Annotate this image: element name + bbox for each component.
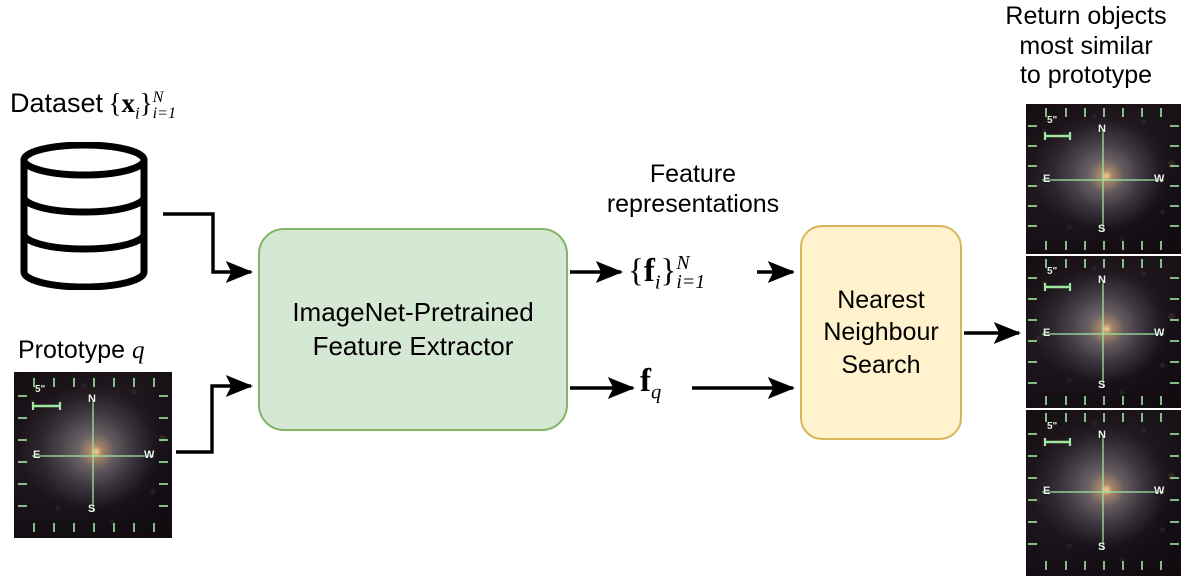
dataset-cylinder-icon: [20, 142, 148, 290]
feature-set-var: f: [643, 253, 655, 289]
cutout-west-label: W: [1154, 485, 1165, 497]
feature-query-sub: q: [651, 381, 662, 404]
result-galaxy-cutout-2: 5" N E S W: [1026, 256, 1181, 408]
nn-search-line3: Search: [841, 350, 921, 379]
cutout-west-label: W: [144, 449, 155, 461]
cutout-east-label: E: [1043, 173, 1051, 185]
dataset-math-var: x: [121, 88, 135, 118]
prototype-label: Prototype q: [18, 336, 144, 366]
prototype-label-word: Prototype: [18, 336, 126, 364]
nn-search-line2: Neighbour: [823, 318, 939, 347]
cutout-south-label: S: [1098, 379, 1106, 391]
feature-set-sup: N: [676, 252, 690, 275]
feature-rep-line1: Feature: [649, 160, 737, 188]
cutout-scale-label: 5": [1047, 421, 1058, 432]
dataset-label-word: Dataset: [10, 88, 104, 118]
cutout-north-label: N: [1098, 429, 1106, 441]
return-line2: most similar: [1019, 31, 1153, 60]
feature-extractor-line1: ImageNet-Pretrained: [292, 296, 534, 327]
cutout-east-label: E: [1043, 327, 1051, 339]
cutout-north-label: N: [88, 393, 96, 405]
prototype-math-var: q: [131, 337, 145, 364]
return-line3: to prototype: [1019, 61, 1153, 89]
nn-search-line1: Nearest: [837, 285, 925, 314]
cutout-north-label: N: [1098, 274, 1106, 286]
cutout-scale-label: 5": [35, 384, 46, 395]
edge-dataset-to-extractor: [163, 212, 254, 283]
feature-set-lower: i=1: [676, 271, 706, 294]
feature-rep-line2: representations: [606, 189, 780, 218]
result-galaxy-cutout-1: 5" N E S W: [1026, 104, 1181, 254]
prototype-galaxy-cutout: 5" N E S W: [14, 372, 172, 538]
feature-extractor-line2: Feature Extractor: [312, 330, 514, 361]
cutout-overlay-graphics: [18, 378, 168, 532]
cutout-overlay-graphics: [1028, 108, 1179, 250]
cutout-south-label: S: [1098, 541, 1106, 553]
return-line1: Return objects: [1005, 2, 1167, 30]
cutout-scale-label: 5": [1047, 115, 1058, 126]
cutout-north-label: N: [1098, 123, 1106, 135]
cutout-overlay-graphics: [1028, 413, 1179, 570]
cutout-east-label: E: [33, 449, 41, 461]
cutout-scale-label: 5": [1047, 266, 1058, 277]
dataset-math-lower: i=1: [152, 103, 177, 122]
result-galaxy-cutout-3: 5" N E S W: [1026, 410, 1181, 576]
feature-query-expression: fq: [640, 362, 661, 405]
cutout-south-label: S: [88, 503, 96, 515]
dataset-math-sup: N: [152, 88, 164, 107]
feature-query-var: f: [640, 363, 651, 399]
cutout-south-label: S: [1098, 223, 1106, 235]
cutout-east-label: E: [1043, 485, 1051, 497]
feature-set-sub: i: [654, 271, 661, 294]
dataset-math-sub: i: [134, 103, 140, 123]
cutout-west-label: W: [1154, 173, 1165, 185]
cutout-overlay-graphics: [1028, 259, 1179, 405]
cutout-west-label: W: [1154, 327, 1165, 339]
edge-prototype-to-extractor: [176, 375, 254, 454]
